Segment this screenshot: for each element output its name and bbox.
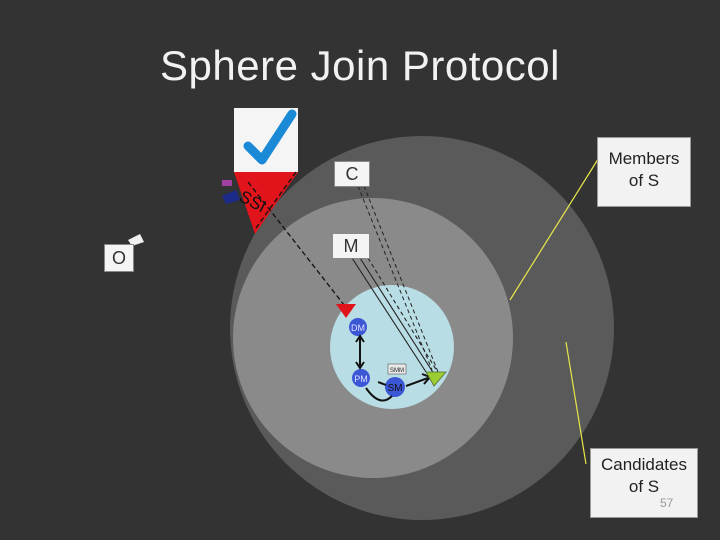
smm-box: SMM — [387, 363, 407, 375]
sm-label: SM — [388, 383, 403, 394]
green-arrow-marker — [425, 371, 447, 387]
members-callout-line — [509, 155, 601, 301]
candidates-callout-line — [565, 341, 587, 465]
smm-label: SMM — [390, 368, 404, 374]
members-callout: Members of S — [597, 137, 691, 207]
connector-lines — [351, 185, 441, 377]
candidates-line2: of S — [628, 477, 660, 496]
blue-diamond-marker — [222, 190, 240, 204]
slide-title: Sphere Join Protocol — [160, 42, 560, 89]
red-flag-marker — [336, 304, 356, 318]
sm-node: SM — [385, 377, 405, 397]
candidates-line1: Candidates — [600, 455, 687, 474]
members-line1: Members — [608, 149, 680, 168]
pm-label: PM — [354, 374, 368, 384]
page-number: 57 — [660, 496, 674, 510]
dashed-line-ssi-dm — [247, 181, 349, 311]
purple-marker — [222, 180, 232, 186]
node-c: C — [334, 161, 370, 187]
dashed-line-ssi-edge — [255, 171, 297, 229]
candidates-callout: Candidates of S — [590, 448, 698, 518]
node-m: M — [332, 233, 370, 259]
pm-node: PM — [352, 369, 370, 387]
checkmark-icon — [234, 108, 298, 172]
ssi-triangle — [234, 172, 298, 234]
members-line2: of S — [628, 171, 660, 190]
dm-node: DM — [349, 318, 367, 336]
node-o: O — [104, 244, 134, 272]
o-pointer-marker — [128, 234, 144, 246]
dm-label: DM — [351, 323, 365, 333]
